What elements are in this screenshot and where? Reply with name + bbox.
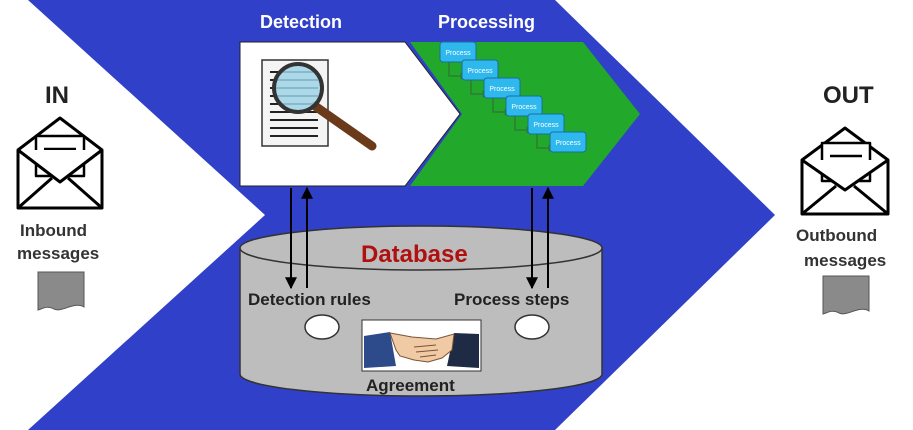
inbound-envelope-icon [16, 116, 104, 210]
step-connector [536, 130, 556, 152]
inbound-caption-line2: messages [17, 244, 100, 263]
process-step-box [505, 95, 543, 117]
outbound-document-icon [822, 275, 870, 315]
step-connector [470, 76, 490, 98]
process-step-label: Process [533, 122, 559, 129]
in-heading: IN [45, 82, 69, 109]
inbound-document-icon [37, 271, 85, 311]
step-connector [492, 94, 512, 116]
detection-heading: Detection [260, 12, 343, 32]
process-steps-label: Process steps [454, 290, 570, 309]
detection-rules-label: Detection rules [248, 290, 371, 309]
agreement-label: Agreement [366, 376, 455, 395]
magnifier-document-icon [261, 59, 377, 151]
outbound-caption-line1: Outbound [796, 226, 878, 245]
process-cascade: Process Process Process Process Process … [439, 41, 587, 153]
database-title: Database [361, 241, 468, 268]
process-steps-slot [514, 314, 550, 340]
process-step-box [527, 113, 565, 135]
process-step-box [461, 59, 499, 81]
processing-heading: Processing [438, 12, 536, 32]
process-step-label: Process [467, 68, 493, 75]
handshake-icon [361, 319, 482, 372]
outbound-caption-line2: messages [804, 251, 887, 270]
out-heading: OUT [823, 82, 874, 109]
outbound-envelope-icon [800, 126, 890, 216]
process-step-box [439, 41, 477, 63]
process-step-label: Process [555, 140, 581, 147]
process-step-box [483, 77, 521, 99]
process-step-label: Process [445, 50, 471, 57]
step-connector [448, 58, 468, 80]
inbound-caption-line1: Inbound [20, 221, 88, 240]
process-step-label: Process [489, 86, 515, 93]
process-step-label: Process [511, 104, 537, 111]
detection-rules-slot [304, 314, 340, 340]
step-connector [514, 112, 534, 134]
process-step-box [549, 131, 587, 153]
